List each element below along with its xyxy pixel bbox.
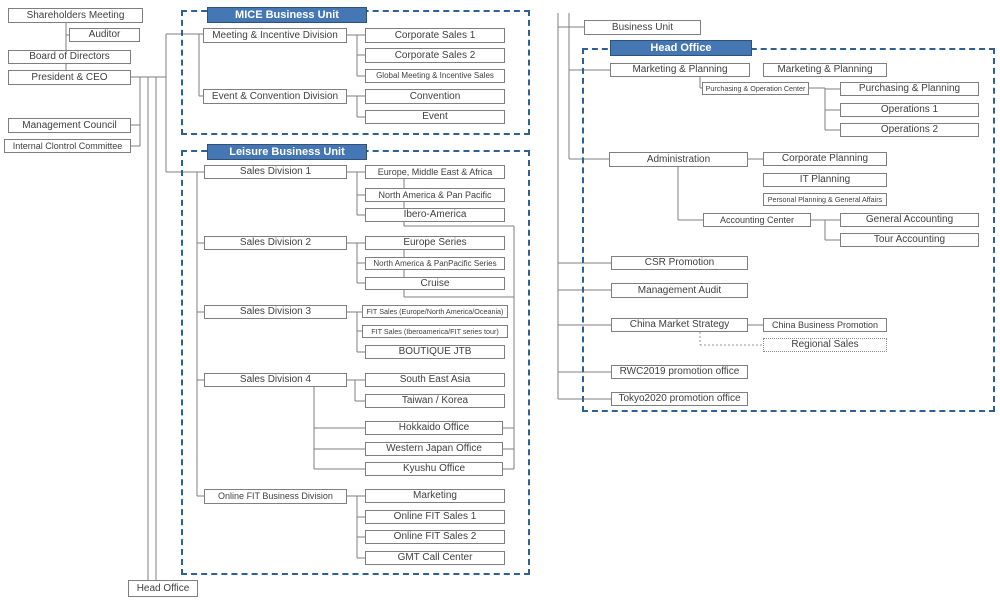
box-shareholders-meeting: Shareholders Meeting xyxy=(8,8,143,23)
box-corporate-sales-1: Corporate Sales 1 xyxy=(365,28,505,43)
box-regional-sales: Regional Sales xyxy=(763,338,887,352)
box-marketing-planning-1: Marketing & Planning xyxy=(610,63,750,77)
box-accounting-center: Accounting Center xyxy=(703,213,811,227)
box-meeting-incentive-division: Meeting & Incentive Division xyxy=(203,28,347,43)
box-north-america-pan-pacific: North America & Pan Pacific xyxy=(365,188,505,202)
box-global-meeting-incentive-sales: Global Meeting & Incentive Sales xyxy=(365,69,505,83)
box-csr-promotion: CSR Promotion xyxy=(611,256,748,270)
box-operations-1: Operations 1 xyxy=(840,103,979,117)
box-event-convention-division: Event & Convention Division xyxy=(203,89,347,104)
box-personal-planning-general-affairs: Personal Planning & General Affairs xyxy=(763,193,887,206)
box-president-ceo: President & CEO xyxy=(8,70,131,85)
head-office-frame xyxy=(582,48,995,412)
box-rwc2019-promotion-office: RWC2019 promotion office xyxy=(611,365,748,379)
box-china-business-promotion: China Business Promotion xyxy=(763,318,887,332)
box-sales-division-2: Sales Division 2 xyxy=(204,236,347,250)
box-board-of-directors: Board of Directors xyxy=(8,50,131,64)
box-hokkaido-office: Hokkaido Office xyxy=(365,421,503,435)
box-sales-division-4: Sales Division 4 xyxy=(204,373,347,387)
box-boutique-jtb: BOUTIQUE JTB xyxy=(365,345,505,359)
box-ibero-america: Ibero-America xyxy=(365,208,505,222)
box-operations-2: Operations 2 xyxy=(840,123,979,137)
box-cruise: Cruise xyxy=(365,277,505,290)
box-management-council: Management Council xyxy=(8,118,131,133)
box-corporate-planning: Corporate Planning xyxy=(763,152,887,166)
box-online-fit-sales-2: Online FIT Sales 2 xyxy=(365,530,505,544)
box-europe-middle-east-africa: Europe, Middle East & Africa xyxy=(365,165,505,179)
box-fit-sales-europe-na-oceania: FIT Sales (Europe/North America/Oceania) xyxy=(362,305,508,318)
box-europe-series: Europe Series xyxy=(365,236,505,250)
box-event: Event xyxy=(365,110,505,124)
box-purchasing-planning: Purchasing & Planning xyxy=(840,82,979,96)
box-head-office-bottom: Head Office xyxy=(128,580,198,597)
box-taiwan-korea: Taiwan / Korea xyxy=(365,394,505,408)
box-sales-division-1: Sales Division 1 xyxy=(204,165,347,179)
box-management-audit: Management Audit xyxy=(611,283,748,298)
box-it-planning: IT Planning xyxy=(763,173,887,187)
box-auditor: Auditor xyxy=(69,28,140,42)
box-business-unit: Business Unit xyxy=(584,20,701,35)
box-online-fit-sales-1: Online FIT Sales 1 xyxy=(365,510,505,524)
box-china-market-strategy: China Market Strategy xyxy=(611,318,748,332)
box-kyushu-office: Kyushu Office xyxy=(365,462,503,476)
box-sales-division-3: Sales Division 3 xyxy=(204,305,347,319)
box-marketing-planning-2: Marketing & Planning xyxy=(763,63,887,77)
box-corporate-sales-2: Corporate Sales 2 xyxy=(365,48,505,63)
box-fit-sales-iberoamerica: FIT Sales (Iberoamerica/FIT series tour) xyxy=(362,325,508,338)
leisure-unit-header: Leisure Business Unit xyxy=(207,144,367,160)
box-general-accounting: General Accounting xyxy=(840,213,979,227)
box-convention: Convention xyxy=(365,89,505,104)
box-administration: Administration xyxy=(609,152,748,167)
box-internal-control-committee: Internal Clontrol Committee xyxy=(4,139,131,153)
box-tour-accounting: Tour Accounting xyxy=(840,233,979,247)
box-marketing: Marketing xyxy=(365,489,505,503)
mice-unit-header: MICE Business Unit xyxy=(207,7,367,23)
box-tokyo2020-promotion-office: Tokyo2020 promotion office xyxy=(611,392,748,406)
box-online-fit-business-division: Online FIT Business Division xyxy=(204,489,347,504)
box-western-japan-office: Western Japan Office xyxy=(365,442,503,456)
box-purchasing-operation-center: Purchasing & Operation Center xyxy=(702,82,809,95)
box-na-panpacific-series: North America & PanPacific Series xyxy=(365,257,505,270)
box-south-east-asia: South East Asia xyxy=(365,373,505,387)
head-office-header: Head Office xyxy=(610,40,752,56)
box-gmt-call-center: GMT Call Center xyxy=(365,551,505,565)
